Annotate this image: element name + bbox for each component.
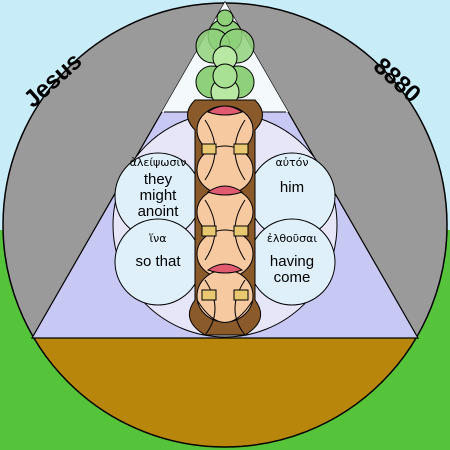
english-word-1-line-2: might <box>140 187 178 204</box>
block-r3 <box>233 289 249 301</box>
english-word-2-line-1: him <box>280 179 304 196</box>
seed-of-life-top <box>195 9 255 71</box>
english-word-3-line-1: so that <box>135 253 181 270</box>
pink-cap-2 <box>206 185 244 196</box>
lobe-bottom <box>196 299 254 323</box>
seed-of-life-lower <box>195 63 255 107</box>
english-word-4-line-2: come <box>274 269 311 286</box>
vesica-column <box>187 9 263 336</box>
english-word-1-line-3: anoint <box>138 203 180 220</box>
greek-word-1: ἀλείψωσιν <box>130 156 187 169</box>
block-l1 <box>201 143 217 155</box>
block-r2 <box>233 225 249 237</box>
word-group-2: αὐτόν him <box>275 156 308 196</box>
pink-cap-3 <box>206 263 244 274</box>
word-group-3: ἵνα so that <box>135 232 181 270</box>
greek-word-2: αὐτόν <box>275 156 308 169</box>
english-word-4-line-1: having <box>270 253 314 270</box>
block-r1 <box>233 143 249 155</box>
english-word-1-line-1: they <box>144 171 173 188</box>
word-group-4: ἐλθοῦσαι having come <box>267 232 318 286</box>
word-group-1: ἀλείψωσιν they might anoint <box>130 156 187 220</box>
greek-word-4: ἐλθοῦσαι <box>267 232 318 245</box>
block-l2 <box>201 225 217 237</box>
pink-cap-1 <box>206 105 244 116</box>
greek-word-3: ἵνα <box>148 232 166 245</box>
block-l3 <box>201 289 217 301</box>
